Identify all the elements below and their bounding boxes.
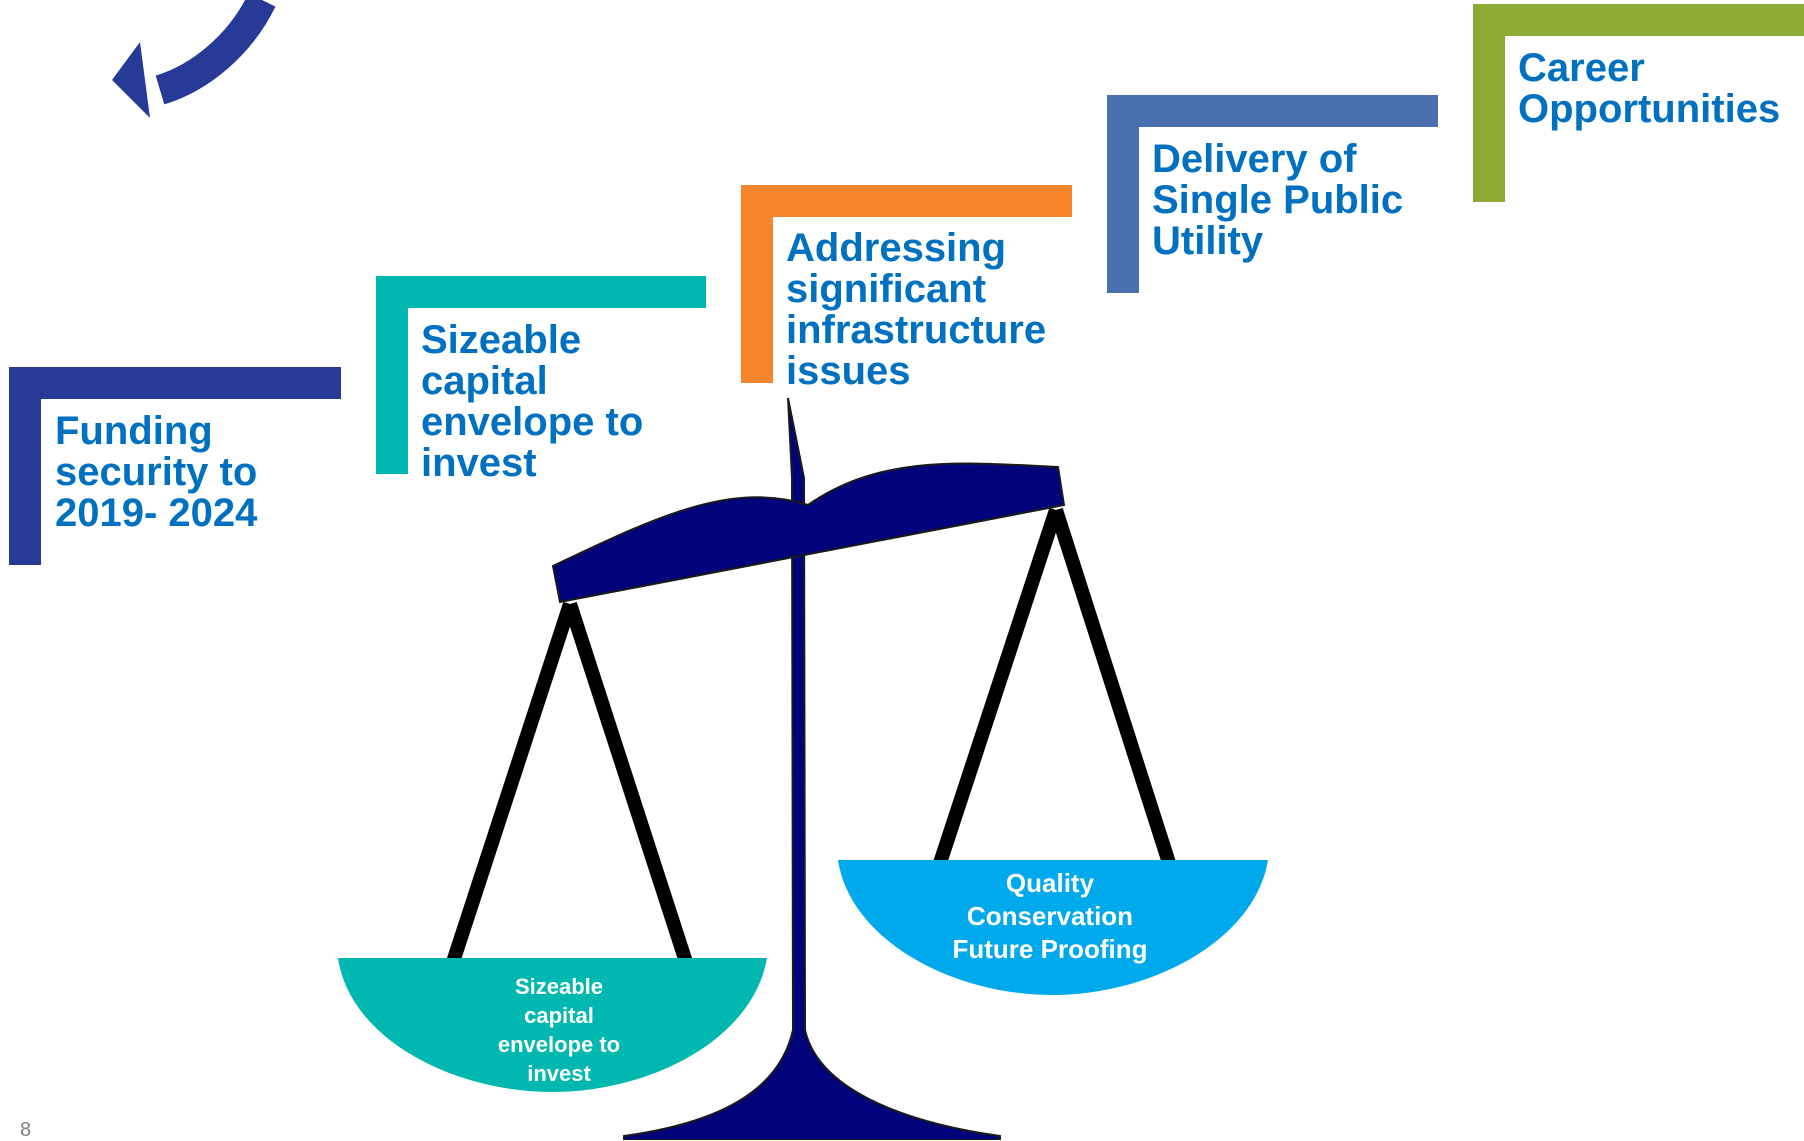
step-bracket-career	[1473, 4, 1804, 202]
step-label-utility: Delivery of Single Public Utility	[1152, 137, 1404, 263]
step-bracket-capital	[376, 276, 706, 474]
step-bracket-utility	[1107, 95, 1438, 293]
step-bracket-infrastructure	[741, 185, 1072, 383]
left-pan-chains	[446, 601, 693, 965]
step-label-capital: Sizeable capital envelope to invest	[421, 318, 644, 485]
page-number: 8	[20, 1119, 32, 1141]
step-label-infrastructure: Addressing significant infrastructure is…	[786, 226, 1047, 393]
step-label-funding: Funding security to 2019- 2024	[55, 409, 258, 535]
scale-body	[551, 397, 1066, 1140]
left-pan	[338, 958, 767, 1092]
right-pan-chains	[932, 507, 1177, 869]
step-label-career: Career Opportunities	[1518, 46, 1781, 131]
left-pan-label: Sizeable capital envelope to invest	[497, 974, 621, 1086]
step-bracket-funding	[9, 367, 341, 565]
curved-arrow-icon	[112, 0, 276, 118]
right-pan	[838, 860, 1268, 995]
right-pan-label: Quality Conservation Future Proofing	[952, 868, 1148, 964]
